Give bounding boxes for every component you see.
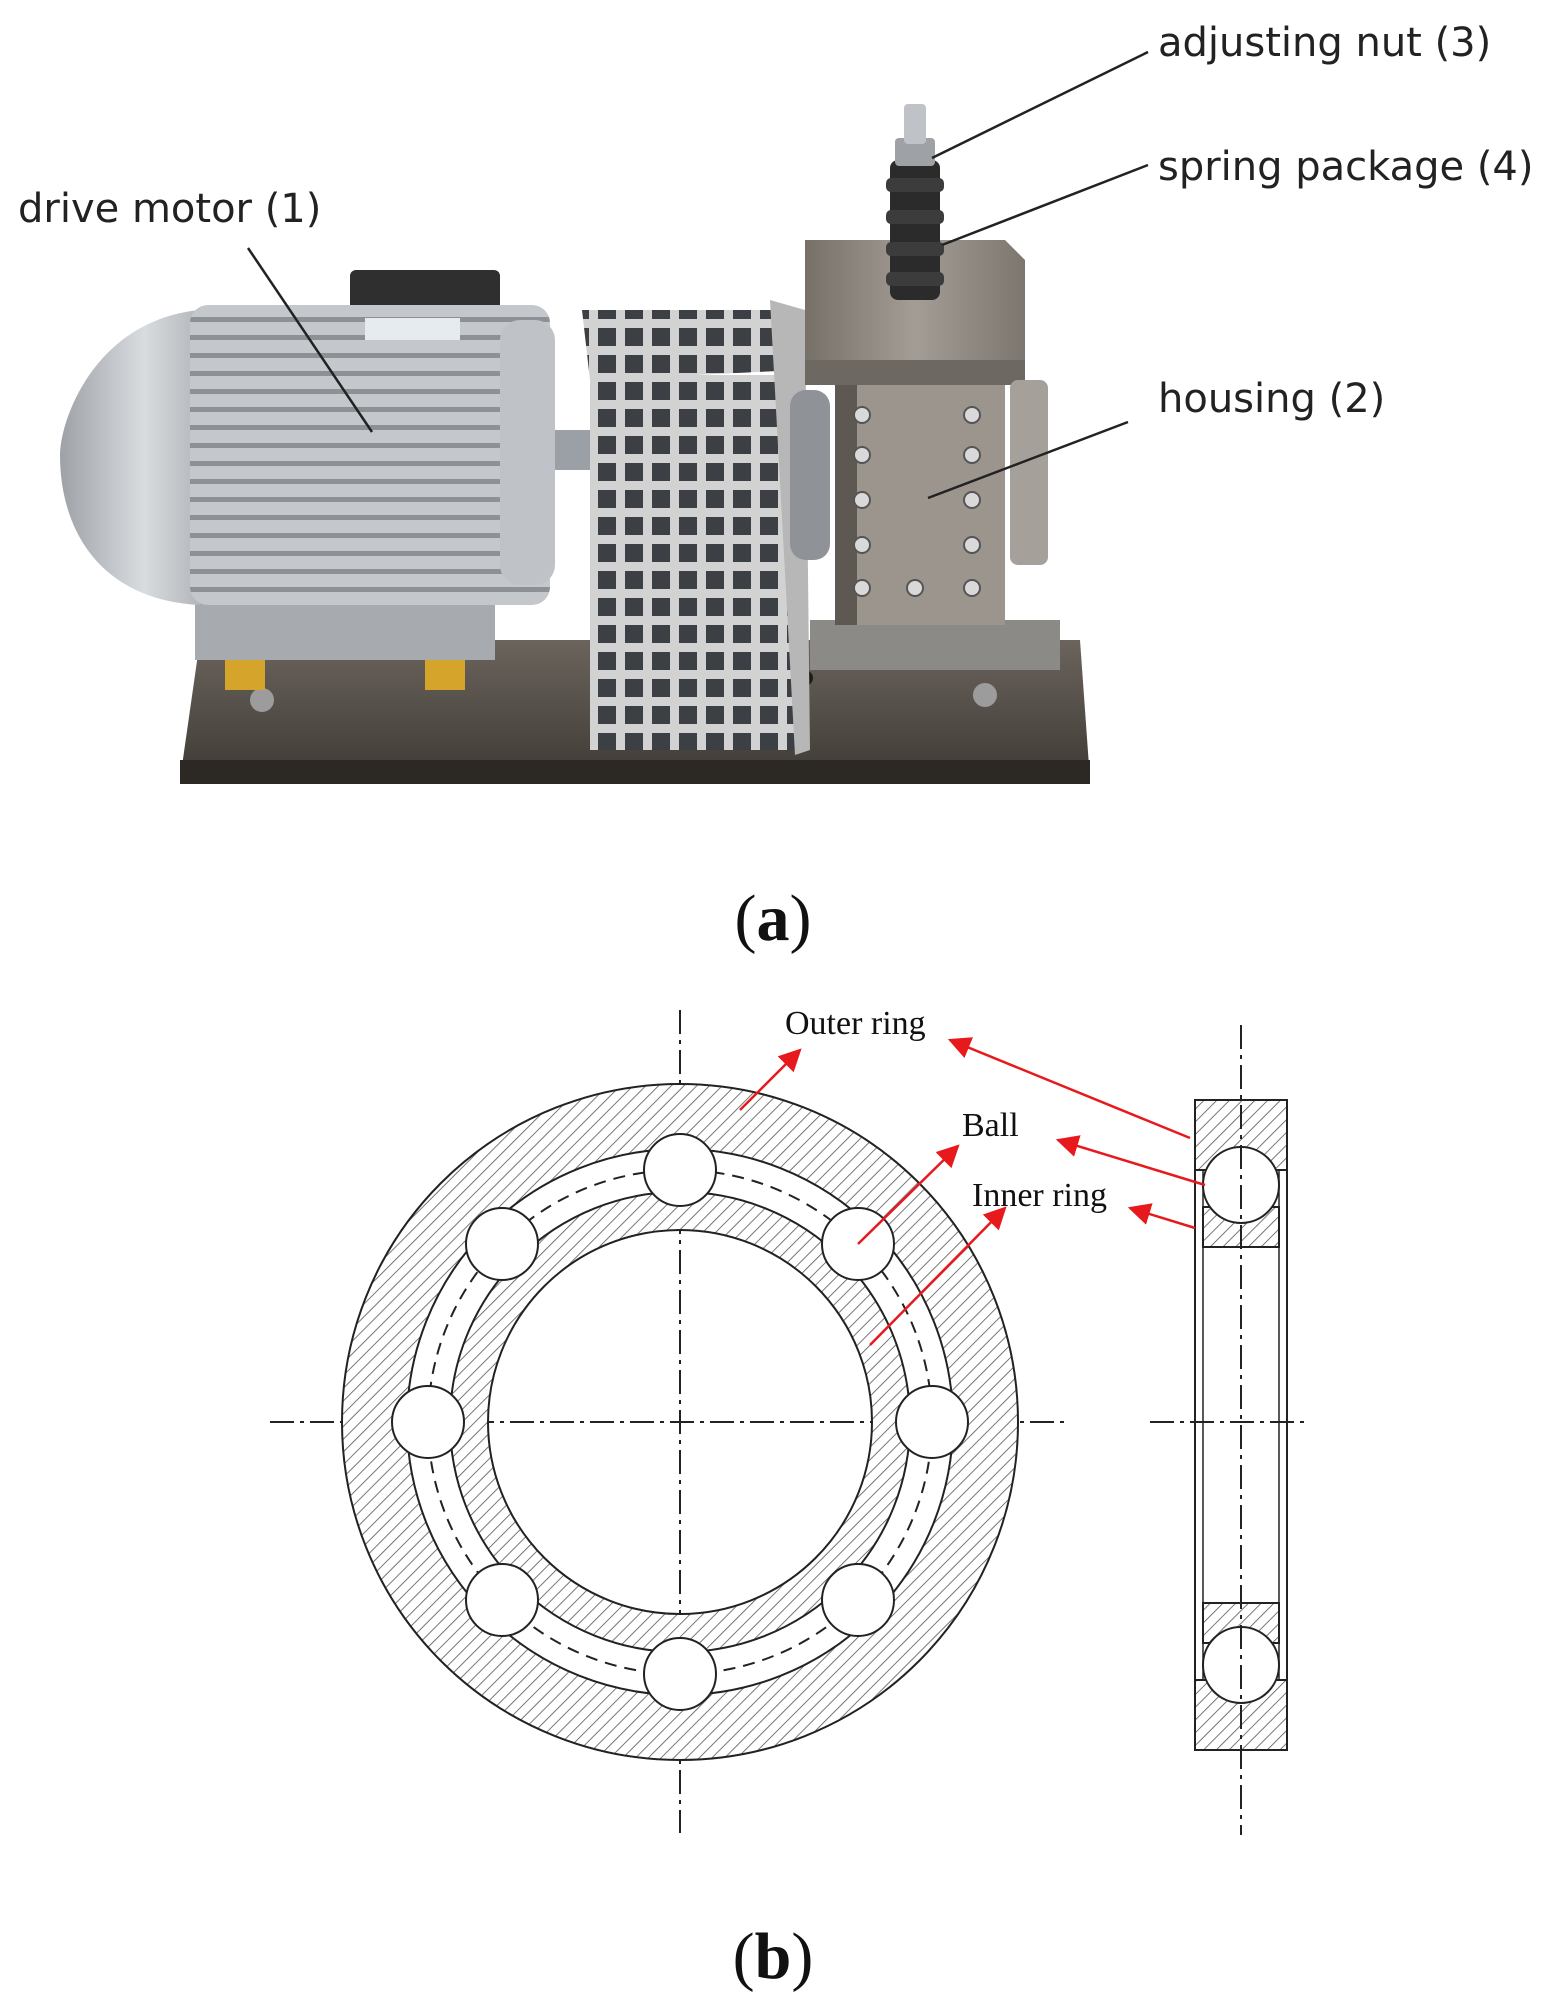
bearing-housing	[805, 240, 1060, 670]
label-drive-motor: drive motor (1)	[18, 186, 321, 232]
arrow-ball-side	[1055, 1135, 1206, 1187]
coupling-guard	[582, 300, 810, 755]
part-arrows	[739, 1037, 1206, 1346]
panel-label-a: (a)	[735, 882, 812, 955]
ball	[465, 1207, 539, 1281]
label-adjusting-nut: adjusting nut (3)	[1158, 20, 1491, 66]
leader-drive-motor	[246, 247, 374, 433]
arrow-outer-ring-front	[739, 1048, 802, 1111]
panel-letter-b: b	[755, 1920, 792, 1993]
adjusting-nut	[895, 104, 935, 166]
ball	[643, 1133, 717, 1207]
arrow-outer-ring-side	[947, 1037, 1191, 1140]
ball	[821, 1563, 895, 1637]
label-inner-ring: Inner ring	[972, 1177, 1107, 1214]
leader-spring-package	[941, 163, 1149, 247]
label-housing: housing (2)	[1158, 376, 1385, 422]
arrow-inner-ring-side	[1127, 1203, 1196, 1230]
test-rig-photo: drive motor (1) adjusting nut (3) spring…	[18, 20, 1534, 784]
callout-leader-lines	[246, 50, 1149, 500]
label-spring-package: spring package (4)	[1158, 144, 1534, 190]
label-outer-ring: Outer ring	[785, 1005, 926, 1042]
arrow-ball-front	[857, 1144, 960, 1245]
arrow-inner-ring-front	[869, 1206, 1007, 1346]
side-section-view	[1150, 1025, 1310, 1835]
drive-motor	[60, 270, 595, 690]
spring-package	[886, 160, 944, 300]
ball	[391, 1385, 465, 1459]
leader-adjusting-nut	[931, 50, 1149, 160]
panel-label-b: (b)	[733, 1920, 814, 1993]
ball	[895, 1385, 969, 1459]
shaft-hub	[790, 390, 830, 560]
panel-letter-a: a	[757, 882, 790, 955]
leader-housing	[927, 420, 1129, 500]
label-ball: Ball	[962, 1107, 1019, 1144]
ball	[643, 1637, 717, 1711]
bearing-drawing: Outer ring Ball Inner ring	[270, 1005, 1310, 1835]
ball	[465, 1563, 539, 1637]
